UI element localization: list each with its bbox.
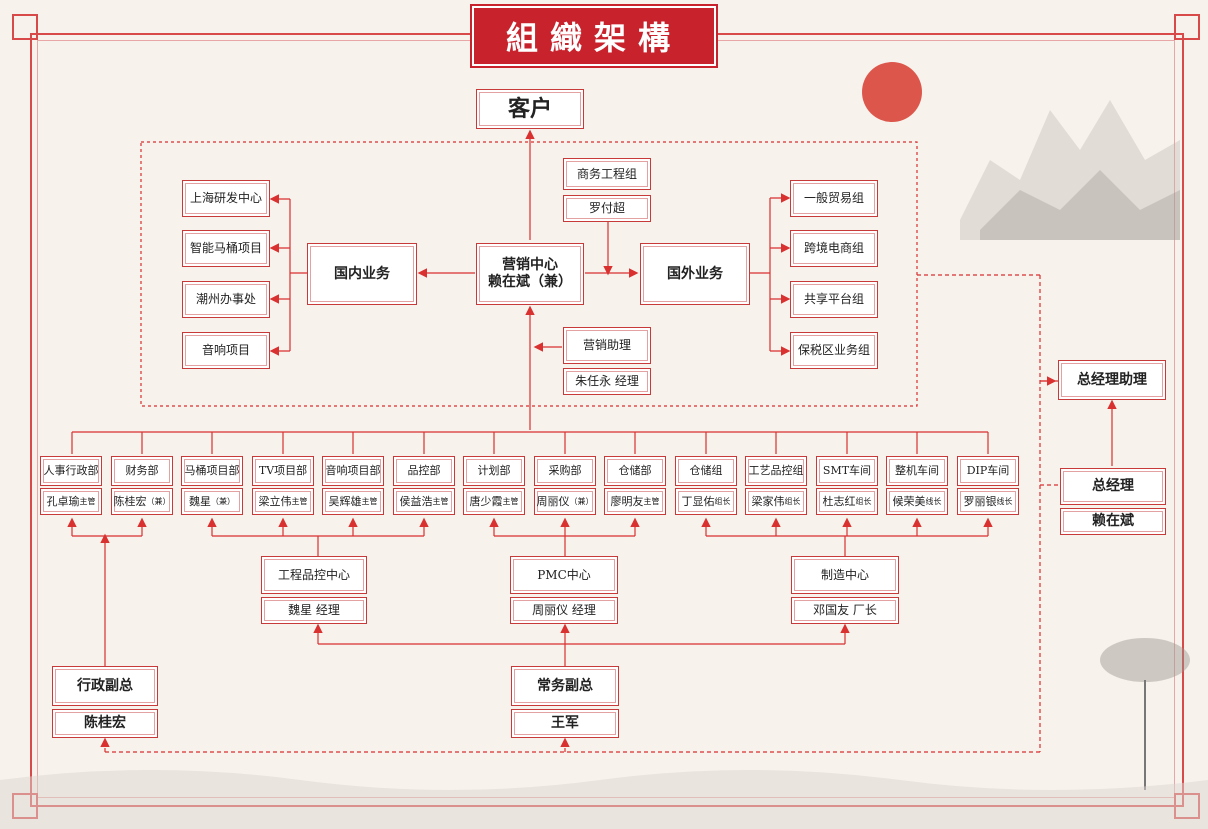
department-person: 罗丽银线长 — [957, 488, 1019, 515]
department-box: 整机车间 — [886, 456, 948, 486]
engineering-qc-box: 工程品控中心 — [261, 556, 367, 594]
exec-vp-box: 常务副总 — [511, 666, 619, 706]
domestic-business-box: 国内业务 — [307, 243, 417, 305]
department-person: 魏星（兼） — [181, 488, 243, 515]
department-box: SMT车间 — [816, 456, 878, 486]
department-person-role: 主管 — [643, 496, 660, 506]
overseas-item: 共享平台组 — [790, 281, 878, 318]
department-box: 音响项目部 — [322, 456, 384, 486]
gm-box: 总经理 — [1060, 468, 1166, 505]
department-person: 杜志红组长 — [816, 488, 878, 515]
department-person: 孔卓瑜主管 — [40, 488, 102, 515]
page-title: 組織架構 — [472, 6, 716, 66]
department-person: 周丽仪（兼） — [534, 488, 596, 515]
department-person-role: 主管 — [502, 496, 519, 506]
department-person-name: 唐少霞 — [469, 494, 503, 508]
department-person-name: 周丽仪 — [536, 494, 570, 508]
department-person: 陈桂宏（兼） — [111, 488, 173, 515]
department-box: 品控部 — [393, 456, 455, 486]
department-box: TV项目部 — [252, 456, 314, 486]
department-box: 采购部 — [534, 456, 596, 486]
department-box: 马桶项目部 — [181, 456, 243, 486]
department-person-name: 廖明友 — [610, 494, 644, 508]
marketing-assistant-person: 朱任永 经理 — [563, 368, 651, 395]
marketing-center-box: 营销中心 赖在斌（兼） — [476, 243, 584, 305]
overseas-item: 保税区业务组 — [790, 332, 878, 369]
department-person-role: 组长 — [855, 496, 872, 506]
lotus-decoration — [1100, 638, 1190, 790]
domestic-item: 潮州办事处 — [182, 281, 270, 318]
domestic-item: 音响项目 — [182, 332, 270, 369]
department-person-role: 主管 — [432, 496, 449, 506]
corner-ornament — [12, 14, 38, 40]
department-person: 唐少霞主管 — [463, 488, 525, 515]
department-person-role: 组长 — [714, 496, 731, 506]
manufacturing-center-box: 制造中心 — [791, 556, 899, 594]
overseas-item: 一般贸易组 — [790, 180, 878, 217]
department-person-name: 丁显佑 — [681, 494, 715, 508]
department-person: 廖明友主管 — [604, 488, 666, 515]
marketing-center-title: 营销中心 — [502, 257, 558, 274]
department-box: 工艺品控组 — [745, 456, 807, 486]
department-person-role: 主管 — [79, 496, 96, 506]
department-person-name: 魏星 — [189, 494, 211, 508]
exec-vp-person: 王军 — [511, 709, 619, 738]
department-person-role: 组长 — [784, 496, 801, 506]
department-person: 丁显佑组长 — [675, 488, 737, 515]
overseas-business-box: 国外业务 — [640, 243, 750, 305]
department-person: 梁立伟主管 — [252, 488, 314, 515]
department-person-role: 主管 — [361, 496, 378, 506]
mountain-decoration — [960, 100, 1180, 240]
department-person-name: 孔卓瑜 — [46, 494, 80, 508]
domestic-item: 智能马桶项目 — [182, 230, 270, 267]
department-person-role: 线长 — [996, 496, 1013, 506]
department-person-name: 吴辉雄 — [328, 494, 362, 508]
department-box: 仓储组 — [675, 456, 737, 486]
commercial-group-box: 商务工程组 — [563, 158, 651, 190]
department-person-name: 陈桂宏 — [113, 494, 147, 508]
customer-box: 客户 — [476, 89, 584, 129]
admin-vp-box: 行政副总 — [52, 666, 158, 706]
wave-decoration — [0, 770, 1208, 829]
department-person-name: 候荣美 — [892, 494, 926, 508]
department-person-role: （兼） — [146, 496, 171, 506]
sun-decoration — [862, 62, 922, 122]
department-box: 人事行政部 — [40, 456, 102, 486]
corner-ornament — [1174, 14, 1200, 40]
department-person-role: 主管 — [291, 496, 308, 506]
department-box: 计划部 — [463, 456, 525, 486]
department-person: 吴辉雄主管 — [322, 488, 384, 515]
gm-assistant-box: 总经理助理 — [1058, 360, 1166, 400]
admin-vp-person: 陈桂宏 — [52, 709, 158, 738]
department-box: 仓储部 — [604, 456, 666, 486]
manufacturing-center-person: 邓国友 厂长 — [791, 597, 899, 624]
department-person-name: 罗丽银 — [963, 494, 997, 508]
department-person-name: 侯益浩 — [399, 494, 433, 508]
marketing-center-person: 赖在斌（兼） — [488, 274, 572, 290]
engineering-qc-person: 魏星 经理 — [261, 597, 367, 624]
department-person-role: 线长 — [925, 496, 942, 506]
department-person: 候荣美线长 — [886, 488, 948, 515]
domestic-item: 上海研发中心 — [182, 180, 270, 217]
pmc-center-box: PMC中心 — [510, 556, 618, 594]
department-person-name: 杜志红 — [822, 494, 856, 508]
overseas-item: 跨境电商组 — [790, 230, 878, 267]
marketing-assistant-box: 营销助理 — [563, 327, 651, 364]
department-box: 财务部 — [111, 456, 173, 486]
gm-person: 赖在斌 — [1060, 508, 1166, 535]
commercial-group-person: 罗付超 — [563, 195, 651, 222]
department-person-name: 梁家伟 — [751, 494, 785, 508]
department-person: 梁家伟组长 — [745, 488, 807, 515]
department-person-role: （兼） — [211, 496, 235, 506]
pmc-center-person: 周丽仪 经理 — [510, 597, 618, 624]
department-person-role: （兼） — [569, 496, 594, 506]
department-person-name: 梁立伟 — [258, 494, 292, 508]
department-box: DIP车间 — [957, 456, 1019, 486]
department-person: 侯益浩主管 — [393, 488, 455, 515]
